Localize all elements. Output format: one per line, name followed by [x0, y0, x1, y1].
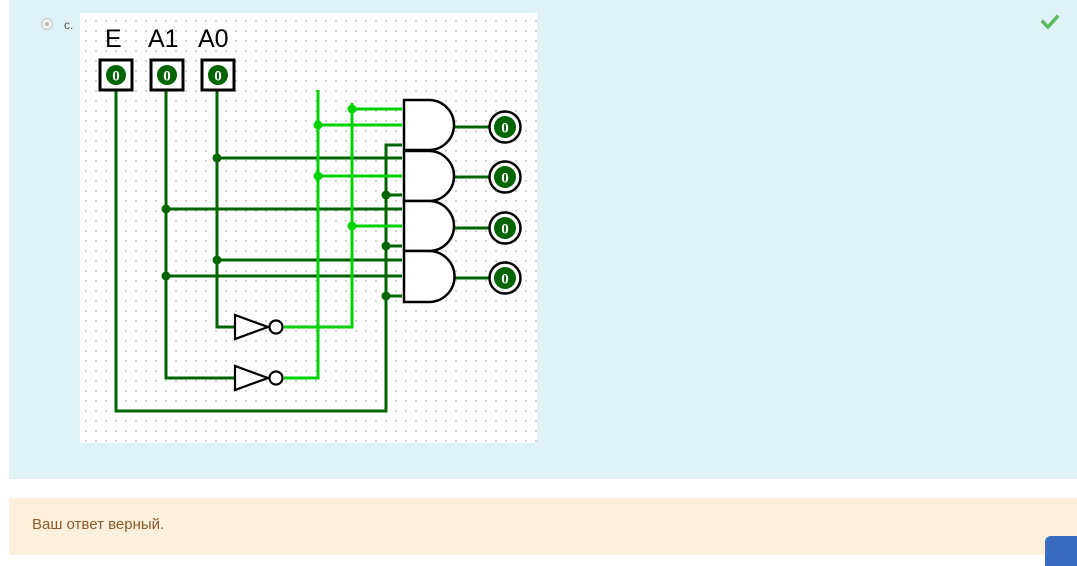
input-label-a1: A1 [148, 25, 179, 53]
svg-text:0: 0 [163, 69, 171, 85]
and-gate-0 [402, 98, 456, 152]
input-pin-e[interactable]: 0 [98, 58, 134, 92]
output-pin-2: 0 [488, 211, 522, 245]
svg-text:0: 0 [112, 69, 120, 85]
and-gate-2 [402, 199, 456, 253]
svg-text:0: 0 [214, 69, 222, 85]
feedback-panel: Ваш ответ верный. [9, 498, 1077, 555]
option-radio[interactable] [41, 18, 53, 30]
feedback-text: Ваш ответ верный. [32, 516, 165, 533]
option-letter: c. [64, 18, 74, 32]
wires-high [284, 90, 402, 380]
not-gate-a0 [233, 313, 284, 341]
checkmark-icon [1040, 14, 1060, 30]
output-pin-3: 0 [488, 261, 522, 295]
output-pin-0: 0 [488, 110, 522, 144]
scroll-to-top-button[interactable] [1045, 536, 1077, 566]
svg-text:0: 0 [501, 171, 509, 187]
input-pin-a0[interactable]: 0 [200, 58, 236, 92]
circuit-diagram: E A1 A0 [80, 13, 537, 443]
and-gate-3 [402, 249, 456, 304]
input-label-e: E [105, 25, 122, 53]
junctions-low [161, 153, 391, 301]
svg-text:0: 0 [501, 272, 509, 288]
svg-text:0: 0 [501, 222, 509, 238]
not-gate-a1 [233, 364, 284, 392]
input-label-a0: A0 [198, 25, 229, 53]
junctions-high [313, 104, 357, 231]
and-gate-1 [402, 149, 456, 203]
output-pin-1: 0 [488, 160, 522, 194]
svg-text:0: 0 [501, 121, 509, 137]
input-pin-a1[interactable]: 0 [149, 58, 185, 92]
